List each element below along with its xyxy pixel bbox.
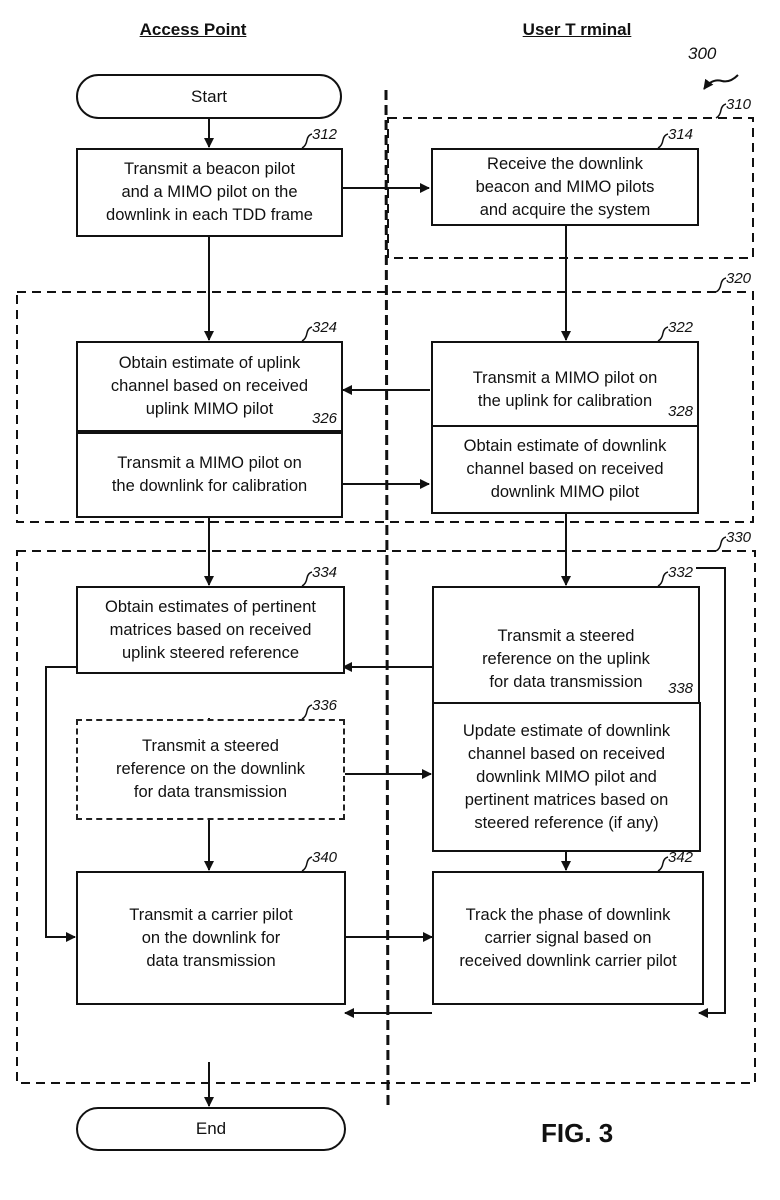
step-340-ref: 340: [312, 849, 337, 866]
step-312-box: Transmit a beacon pilot and a MIMO pilot…: [76, 148, 343, 237]
step-336-box: Transmit a steered reference on the down…: [76, 719, 345, 820]
step-326-ref: 326: [312, 410, 337, 427]
step-342-ref: 342: [668, 849, 693, 866]
lane-title-user-terminal: User T rminal: [523, 20, 632, 40]
step-328-ref: 328: [668, 403, 693, 420]
step-314-ref: 314: [668, 126, 693, 143]
step-334-ref: 334: [312, 564, 337, 581]
step-336-ref: 336: [312, 697, 337, 714]
step-322-box: Transmit a MIMO pilot on the uplink for …: [431, 341, 699, 438]
step-338-box: Update estimate of downlink channel base…: [432, 702, 701, 852]
group-ref-310: 310: [726, 96, 751, 113]
step-328-box: Obtain estimate of downlink channel base…: [431, 425, 699, 514]
step-312-ref: 312: [312, 126, 337, 143]
figure-ref-label: 300: [688, 44, 716, 64]
step-334-box: Obtain estimates of pertinent matrices b…: [76, 586, 345, 674]
figure-number: FIG. 3: [541, 1118, 613, 1149]
step-314-box: Receive the downlink beacon and MIMO pil…: [431, 148, 699, 226]
step-338-ref: 338: [668, 680, 693, 697]
figure-ref-arrow: [704, 75, 738, 89]
step-342-box: Track the phase of downlink carrier sign…: [432, 871, 704, 1005]
step-324-ref: 324: [312, 319, 337, 336]
start-terminal: Start: [76, 74, 342, 119]
step-332-ref: 332: [668, 564, 693, 581]
lane-title-access-point: Access Point: [140, 20, 247, 40]
group-ref-320: 320: [726, 270, 751, 287]
step-322-ref: 322: [668, 319, 693, 336]
step-326-box: Transmit a MIMO pilot on the downlink fo…: [76, 432, 343, 518]
step-324-box: Obtain estimate of uplink channel based …: [76, 341, 343, 432]
end-terminal: End: [76, 1107, 346, 1151]
step-340-box: Transmit a carrier pilot on the downlink…: [76, 871, 346, 1005]
group-ref-330: 330: [726, 529, 751, 546]
